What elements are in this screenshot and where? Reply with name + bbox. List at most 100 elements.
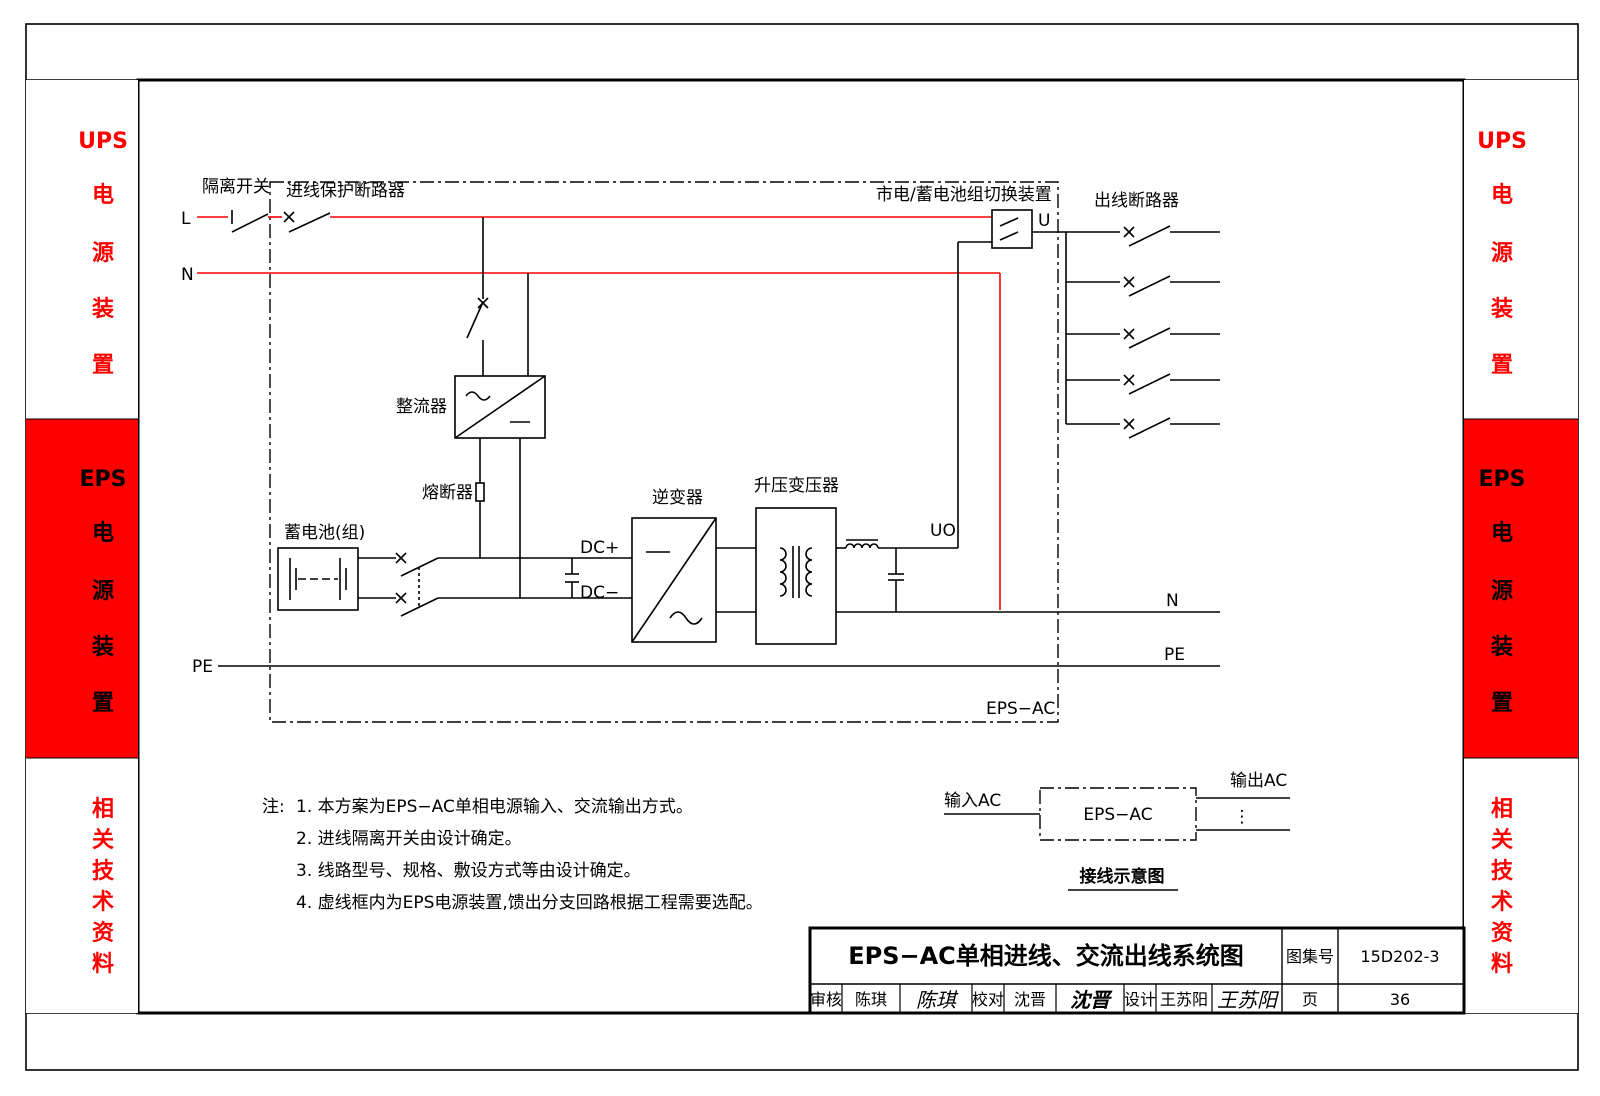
label-dc-minus: DC− [580,583,619,603]
note-item: 2. 进线隔离开关由设计确定。 [296,829,522,849]
designer-name: 王苏阳 [1160,990,1208,1009]
battery[interactable] [277,547,359,611]
label-isolating-switch: 隔离开关 [202,177,270,197]
left-eps-char: 置 [92,691,114,716]
left-ups-char: 装 [92,297,114,322]
label-pe-left: PE [192,657,213,677]
left-related-char: 技 [92,859,115,884]
right-eps-title: EPS [1479,467,1526,492]
legend-caption: 接线示意图 [1080,866,1165,887]
step-up-transformer[interactable] [755,507,837,645]
left-related-char: 术 [92,890,114,915]
legend-dots: ⋮ [1234,807,1251,827]
reviewer-signature: 陈琪 [916,988,959,1012]
label-transfer-device: 市电/蓄电池组切换装置 [876,185,1052,205]
right-related-char: 相 [1491,797,1513,822]
right-tab-eps[interactable] [1464,419,1578,758]
checker-name: 沈晋 [1014,990,1046,1009]
note-item: 3. 线路型号、规格、敷设方式等由设计确定。 [296,861,641,881]
left-eps-title: EPS [80,467,127,492]
label-inverter: 逆变器 [652,488,703,508]
designer-signature: 王苏阳 [1217,988,1280,1012]
inverter[interactable] [631,517,717,643]
notes-prefix: 注: [262,797,285,817]
right-related-char: 技 [1491,859,1514,884]
incoming-breaker-x-mark [283,211,295,223]
label-transformer: 升压变压器 [754,476,839,496]
legend-output-label: 输出AC [1230,771,1287,791]
transfer-device[interactable] [991,209,1033,249]
left-related-char: 料 [92,952,114,977]
title-block: EPS−AC单相进线、交流出线系统图 图集号 15D202-3 审核 陈琪 陈琪… [808,926,1466,1015]
review-label: 审核 [810,990,842,1009]
rectifier-input-breaker-blade [466,301,484,339]
right-ups-char: 电 [1491,183,1513,208]
right-tab-ups[interactable] [1464,80,1578,419]
incoming-breaker-blade [288,212,331,233]
note-item: 4. 虚线框内为EPS电源装置,馈出分支回路根据工程需要选配。 [296,893,763,913]
label-l: L [181,209,191,229]
label-dc-plus: DC+ [580,538,619,558]
label-battery: 蓄电池(组) [284,523,365,543]
right-tab-related[interactable] [1464,758,1578,1013]
outgoing-breaker[interactable] [1066,225,1220,247]
design-label: 设计 [1124,990,1156,1009]
right-sidebar: UPS 电 源 装 置 EPS 电 源 装 置 相 关 技 术 资 料 [1464,80,1578,1013]
schematic: EPS−AC L 隔离开关 进线保护断路器 N 市电/蓄电池组切换装置 U UO [181,177,1220,723]
left-eps-char: 电 [92,521,114,546]
page-number: 36 [1390,990,1410,1009]
right-eps-char: 源 [1491,579,1513,604]
left-sidebar: UPS 电 源 装 置 EPS 电 源 装 置 相 关 技 术 资 料 [26,80,138,1013]
notes: 注: 1. 本方案为EPS−AC单相电源输入、交流输出方式。 2. 进线隔离开关… [262,797,763,913]
left-tab-eps[interactable] [26,419,138,758]
eps-boundary-box [269,181,1059,723]
isolating-switch-blade [231,213,269,233]
left-related-char: 资 [92,921,114,946]
filter-inductor [845,543,879,549]
outgoing-breaker[interactable] [1066,417,1220,439]
label-incoming-breaker: 进线保护断路器 [286,181,405,201]
label-fuse: 熔断器 [422,483,473,503]
atlas-number: 15D202-3 [1360,947,1439,966]
right-eps-char: 装 [1491,635,1513,660]
label-terminal-uo: UO [930,521,956,541]
label-outgoing-breakers: 出线断路器 [1094,191,1179,211]
left-related-char: 关 [92,828,114,853]
drawing-title: EPS−AC单相进线、交流出线系统图 [848,942,1244,970]
right-related-char: 关 [1491,828,1513,853]
checker-signature: 沈晋 [1070,988,1113,1012]
right-related-char: 料 [1491,952,1513,977]
right-ups-char: 装 [1491,297,1513,322]
right-eps-char: 电 [1491,521,1513,546]
page-label: 页 [1302,990,1318,1009]
atlas-number-label: 图集号 [1286,947,1334,966]
eps-boundary-label: EPS−AC [986,699,1055,719]
legend-input-label: 输入AC [944,791,1001,811]
left-eps-char: 装 [92,635,114,660]
left-related-char: 相 [92,797,114,822]
right-ups-char: 源 [1491,241,1513,266]
left-eps-char: 源 [92,579,114,604]
outgoing-breaker[interactable] [1066,327,1220,349]
battery-breaker[interactable] [395,552,439,617]
right-related-char: 术 [1491,890,1513,915]
check-label: 校对 [972,990,1004,1009]
left-tab-ups[interactable] [26,80,138,419]
label-rectifier: 整流器 [396,397,447,417]
left-tab-related[interactable] [26,758,138,1013]
outgoing-breaker[interactable] [1066,275,1220,297]
fuse[interactable] [475,482,485,502]
outgoing-breaker[interactable] [1066,373,1220,395]
label-output-n: N [1166,591,1179,611]
legend-eps-box [1039,787,1197,841]
left-ups-char: 电 [92,183,114,208]
right-ups-title: UPS [1477,129,1527,154]
label-pe-right: PE [1164,645,1185,665]
left-ups-title: UPS [78,129,128,154]
reviewer-name: 陈琪 [855,990,887,1009]
left-ups-char: 源 [92,241,114,266]
legend-eps-box-label: EPS−AC [1083,805,1152,825]
rectifier[interactable] [454,375,546,439]
left-ups-char: 置 [92,353,114,378]
